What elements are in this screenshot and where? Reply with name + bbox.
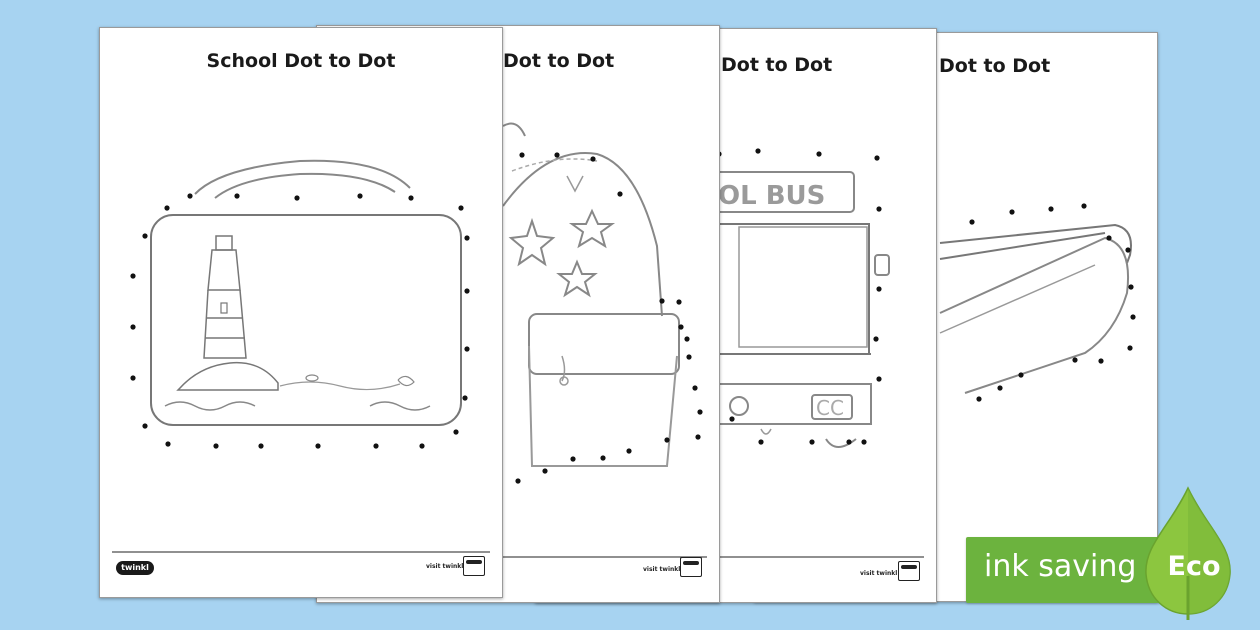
twinkl-logo: twinkl (116, 561, 154, 575)
eco-label: Eco (1167, 551, 1221, 582)
worksheet-3-title: Dot to Dot (721, 54, 833, 76)
ink-saving-banner: ink saving (966, 537, 1166, 603)
bus-sign-text: OL BUS (718, 181, 825, 211)
worksheet-4-drawing (939, 203, 1136, 402)
worksheet-4-title: Dot to Dot (939, 55, 1051, 77)
worksheet-1-footer-url: visit twinkl.ie (426, 563, 472, 570)
worksheet-1: School Dot to Dot twinkl (99, 27, 503, 598)
worksheet-1-drawing (112, 159, 490, 553)
worksheet-2-title: Dot to Dot (503, 50, 615, 72)
ink-saving-text: ink saving (984, 549, 1137, 584)
worksheet-2-drawing (329, 122, 707, 558)
worksheet-3-footer-url: visit twinkl.ie (860, 570, 906, 577)
worksheet-3-badge-icon (898, 561, 920, 581)
worksheet-3-drawing: OL BUS CC (548, 148, 924, 558)
eco-leaf-icon (1145, 486, 1231, 620)
svg-text:CC: CC (816, 396, 844, 420)
worksheet-1-title: School Dot to Dot (206, 50, 396, 72)
worksheet-2-badge-icon (680, 557, 702, 577)
worksheet-2-footer-url: visit twinkl.ie (643, 566, 689, 573)
worksheet-1-badge-icon (463, 556, 485, 576)
